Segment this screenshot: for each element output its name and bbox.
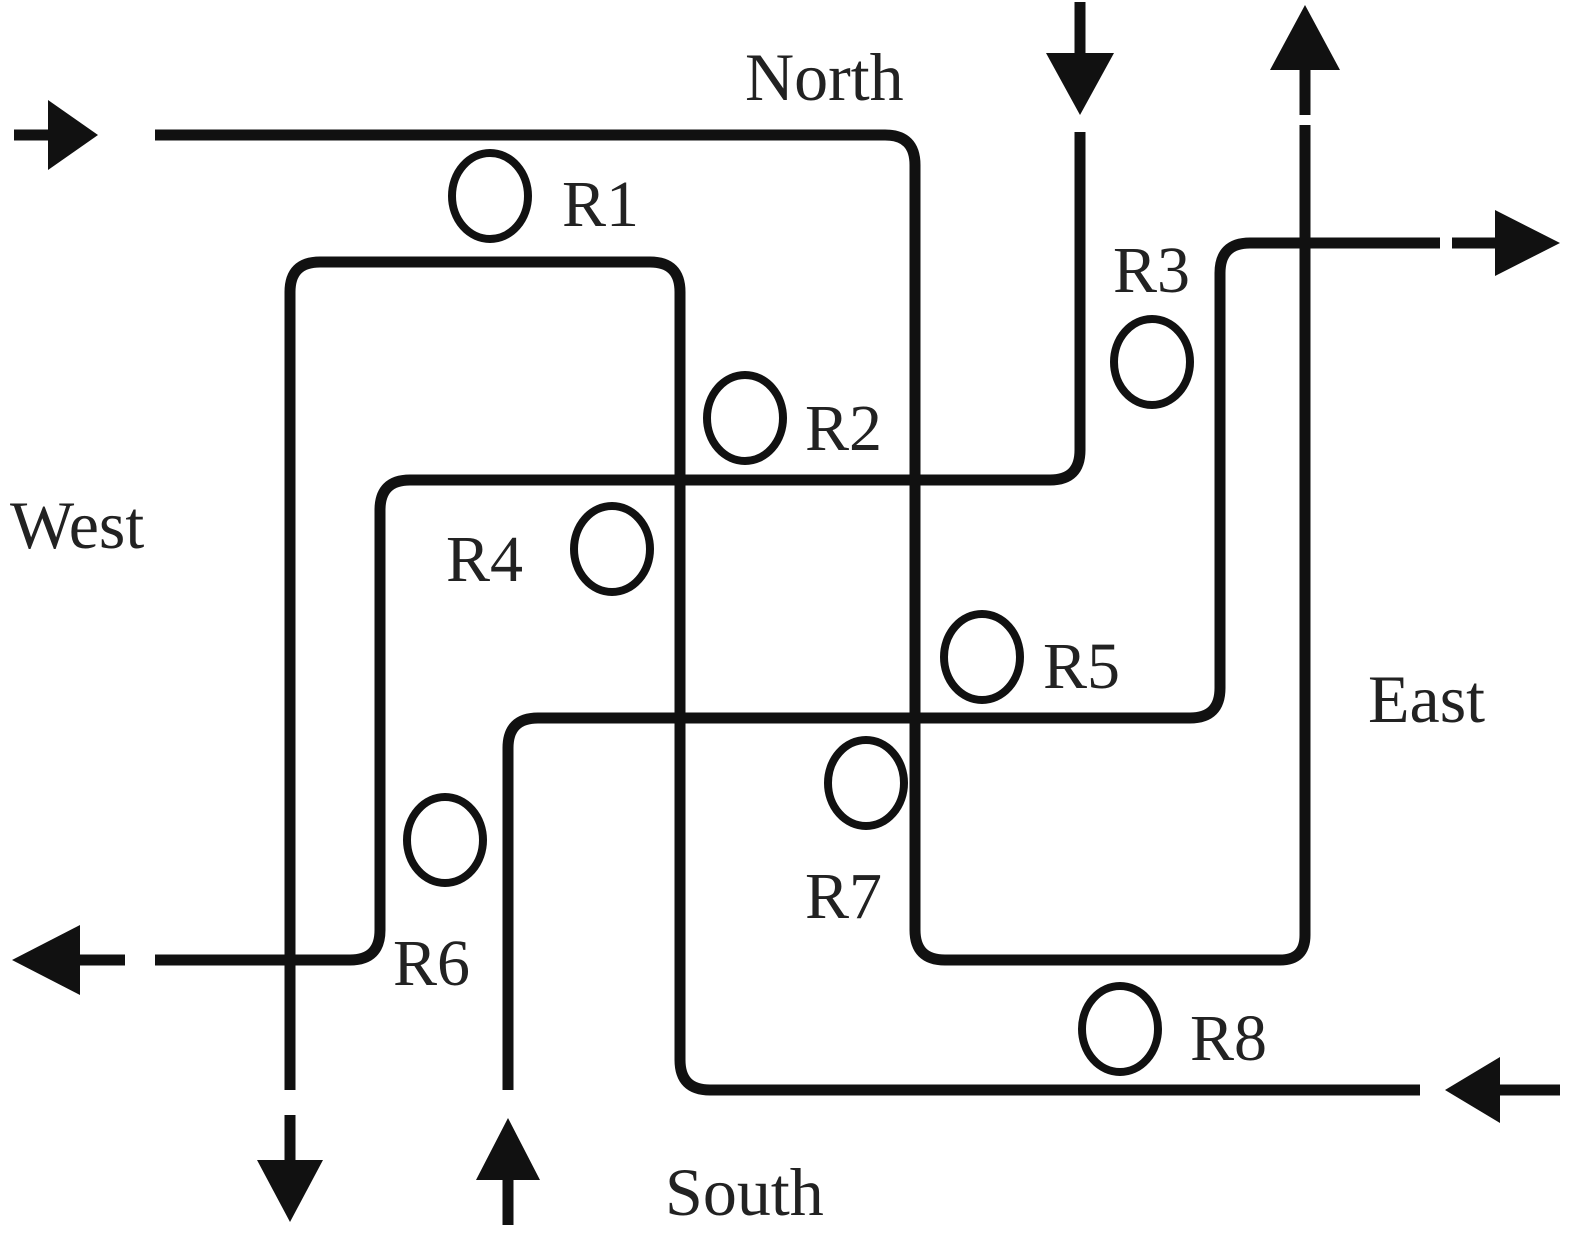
route-marker-r8 [1078,982,1162,1076]
direction-label-north: North [745,39,904,115]
south-entry-arrowhead [476,1118,540,1180]
route-label-r4: R4 [446,523,523,596]
path-north-to-west [155,132,1086,966]
south-exit-arrowhead [257,1160,323,1222]
west-entry-arrowhead [48,100,98,170]
direction-label-west: West [10,487,144,563]
route-label-r6: R6 [393,927,470,1000]
east-entry-arrowhead [1445,1057,1500,1123]
route-label-r2: R2 [805,392,882,465]
path-west-to-north [155,125,1311,966]
north-entry-arrowhead [1046,53,1114,115]
direction-label-south: South [665,1154,824,1230]
route-marker-r3 [1110,315,1194,409]
route-marker-r1 [448,149,532,243]
route-marker-r5 [940,610,1024,704]
path-east-to-south [284,256,1420,1096]
route-marker-r6 [403,793,487,887]
path-south-to-east [502,237,1440,1090]
direction-label-east: East [1368,661,1485,737]
route-marker-r4 [570,502,654,596]
east-exit-arrowhead [1495,210,1560,276]
route-label-r8: R8 [1190,1002,1267,1075]
route-label-r3: R3 [1113,234,1190,307]
north-exit-arrowhead [1270,5,1340,70]
route-marker-r2 [703,371,787,465]
route-marker-r7 [824,736,908,830]
route-label-r5: R5 [1043,630,1120,703]
west-exit-arrowhead [12,925,80,995]
route-label-r7: R7 [805,860,882,933]
route-label-r1: R1 [562,168,639,241]
